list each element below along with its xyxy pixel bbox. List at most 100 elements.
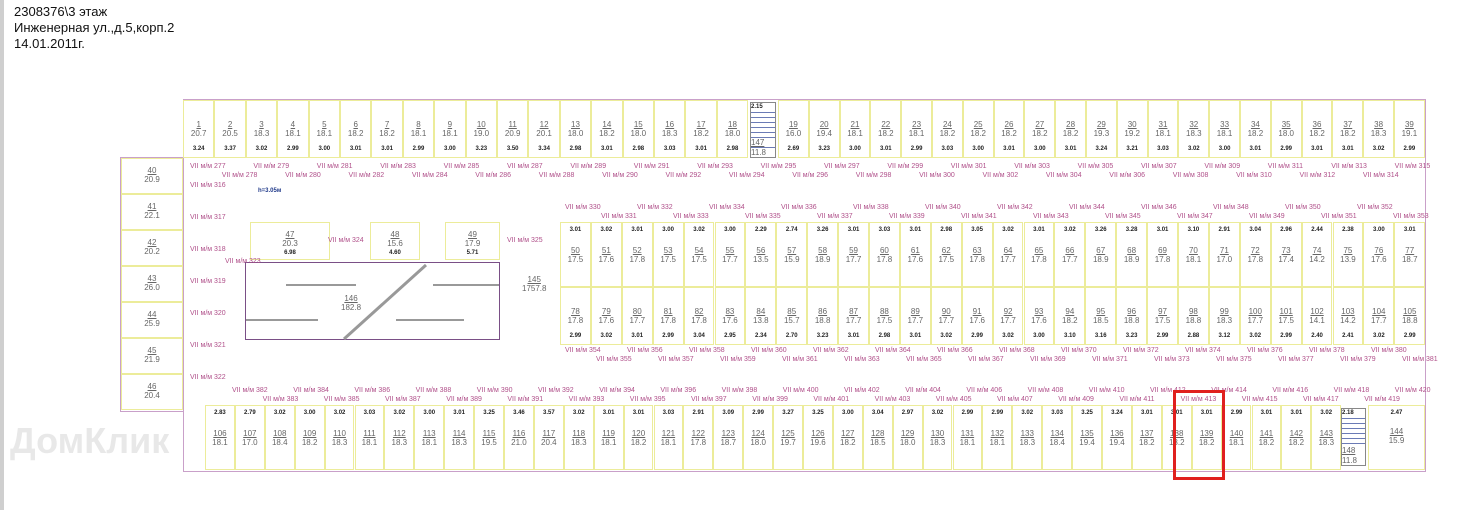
room-cell[interactable]: 3.002718.2 xyxy=(1024,100,1056,158)
room-cell[interactable]: 3.015917.7 xyxy=(838,222,869,287)
room-cell[interactable]: 3.0211818.3 xyxy=(563,405,594,470)
room-cell[interactable]: 3.0211218.3 xyxy=(384,405,415,470)
room-cell[interactable]: 3.0114218.2 xyxy=(1281,405,1312,470)
room-cell[interactable]: 2.9712918.0 xyxy=(892,405,923,470)
room-cell[interactable]: 3.016117.6 xyxy=(899,222,931,287)
room-cell[interactable]: 3.0210818.4 xyxy=(264,405,295,470)
room-cell[interactable]: 2.981518.0 xyxy=(622,100,654,158)
room-cell[interactable]: 3.232019.4 xyxy=(808,100,840,158)
room-cell[interactable]: 2.958317.6 xyxy=(714,287,746,345)
room-cell[interactable]: 3.0111418.3 xyxy=(444,405,475,470)
room-cell[interactable]: 3.029017.7 xyxy=(930,287,962,345)
room-cell[interactable]: 3.012618.2 xyxy=(993,100,1025,158)
room-cell[interactable]: 3.0213018.3 xyxy=(922,405,953,470)
room-cell[interactable]: 2.992318.1 xyxy=(901,100,932,158)
room-cell[interactable]: 3.016917.8 xyxy=(1147,222,1178,287)
room-cell[interactable]: 3.015017.5 xyxy=(560,222,591,287)
room-cell[interactable]: 3.2513519.4 xyxy=(1072,405,1102,470)
room-cell[interactable]: 3.002518.2 xyxy=(962,100,994,158)
room-cell[interactable]: 3.0012718.2 xyxy=(832,405,863,470)
room-cell[interactable]: 3.031618.3 xyxy=(654,100,686,158)
room-cell[interactable]: 2.9912418.0 xyxy=(743,405,774,470)
room-cell[interactable]: 3.025417.5 xyxy=(683,222,715,287)
room-cell[interactable]: 3.0111918.1 xyxy=(593,405,624,470)
room-cell[interactable]: 3.013618.2 xyxy=(1301,100,1333,158)
room-cell[interactable]: 2.7910717.0 xyxy=(234,405,265,470)
room-cell[interactable]: 3.238618.8 xyxy=(807,287,839,345)
room-cell[interactable]: 3.2511519.5 xyxy=(474,405,504,470)
room-cell[interactable]: 3.107018.1 xyxy=(1178,222,1209,287)
room-cell[interactable]: 3.017718.7 xyxy=(1394,222,1426,287)
room-cell[interactable]: 2.387513.9 xyxy=(1332,222,1364,287)
room-cell[interactable]: 3.012218.2 xyxy=(870,100,902,158)
room-cell[interactable]: 4326.0 xyxy=(121,266,183,302)
room-cell[interactable]: 3.011718.2 xyxy=(685,100,717,158)
room-cell[interactable]: 3.0210017.7 xyxy=(1239,287,1271,345)
room-cell[interactable]: 3.01618.2 xyxy=(340,100,372,158)
room-cell[interactable]: 3.005317.5 xyxy=(652,222,684,287)
room-cell[interactable]: 3.033118.1 xyxy=(1147,100,1179,158)
room-cell[interactable]: 3.048217.8 xyxy=(683,287,715,345)
room-cell[interactable]: 3.239618.8 xyxy=(1116,287,1148,345)
room-cell[interactable]: 3.4611621.0 xyxy=(504,405,534,470)
room-cell[interactable]: 3.5711720.4 xyxy=(533,405,564,470)
room-cell[interactable]: 3.003318.1 xyxy=(1209,100,1240,158)
room-cell[interactable]: 3.018017.7 xyxy=(621,287,653,345)
room-cell[interactable]: 4425.9 xyxy=(121,302,183,338)
room-cell[interactable]: 3.0313418.4 xyxy=(1042,405,1073,470)
room-cell[interactable]: 2.99418.1 xyxy=(277,100,309,158)
room-cell[interactable]: 2.348413.8 xyxy=(745,287,777,345)
room-cell[interactable]: 2.917117.0 xyxy=(1208,222,1240,287)
room-cell[interactable]: 2.981818.0 xyxy=(716,100,749,158)
room-cell[interactable]: 3.0210417.7 xyxy=(1363,287,1395,345)
room-cell[interactable]: 3.012818.2 xyxy=(1055,100,1086,158)
room-cell[interactable]: 3.047217.8 xyxy=(1239,222,1271,287)
room-cell[interactable]: 3.286818.9 xyxy=(1116,222,1148,287)
room-cell[interactable]: 2.295613.5 xyxy=(745,222,777,287)
room-cell[interactable]: 4220.2 xyxy=(121,230,183,266)
room-cell[interactable]: 3.129918.3 xyxy=(1208,287,1240,345)
room-cell[interactable]: 2.997817.8 xyxy=(560,287,591,345)
room-cell[interactable]: 3.37220.5 xyxy=(214,100,246,158)
room-cell[interactable]: 3.24120.7 xyxy=(183,100,215,158)
room-cell[interactable]: 3.007617.6 xyxy=(1363,222,1395,287)
room-cell[interactable]: 3.341220.1 xyxy=(528,100,560,158)
room-cell[interactable]: 2.993518.0 xyxy=(1270,100,1302,158)
room-cell[interactable]: 3.016517.8 xyxy=(1023,222,1055,287)
room-cell[interactable]: 2.9910117.5 xyxy=(1270,287,1302,345)
room-cell[interactable]: 2.9913118.1 xyxy=(952,405,983,470)
room-144[interactable]: 2.47 14415.9 xyxy=(1368,405,1425,470)
room-cell[interactable]: 3.015217.8 xyxy=(621,222,653,287)
room-cell[interactable]: 3.036017.8 xyxy=(869,222,900,287)
room-cell[interactable]: 3.01718.2 xyxy=(371,100,403,158)
room-cell[interactable]: 3.026617.7 xyxy=(1054,222,1086,287)
room-cell[interactable]: 3.00518.1 xyxy=(308,100,340,158)
room-cell[interactable]: 2.9112217.8 xyxy=(683,405,714,470)
room-cell[interactable]: 3.0211018.3 xyxy=(324,405,355,470)
room-cell[interactable]: 2.889818.8 xyxy=(1178,287,1209,345)
room-cell[interactable]: 3.025117.6 xyxy=(590,222,622,287)
room-cell[interactable]: 3.0312118.1 xyxy=(653,405,684,470)
room-cell[interactable]: 3.009317.6 xyxy=(1023,287,1055,345)
room-cell[interactable]: 3.013418.2 xyxy=(1240,100,1271,158)
room-cell[interactable]: 3.018717.7 xyxy=(838,287,869,345)
room-cell[interactable]: 2.999717.5 xyxy=(1147,287,1178,345)
room-cell[interactable]: 4620.4 xyxy=(121,374,183,410)
room-cell[interactable]: 3.0112018.2 xyxy=(623,405,654,470)
room-cell[interactable]: 2.981318.0 xyxy=(559,100,592,158)
room-cell[interactable]: 3.027917.6 xyxy=(590,287,622,345)
room-cell[interactable]: 3.023818.3 xyxy=(1363,100,1394,158)
room-cell[interactable]: 2.9910518.8 xyxy=(1394,287,1426,345)
room-cell[interactable]: 3.169518.5 xyxy=(1085,287,1117,345)
room-cell[interactable]: 4020.9 xyxy=(121,158,183,194)
room-cell[interactable]: 3.0113718.2 xyxy=(1131,405,1162,470)
room-cell[interactable]: 3.0912318.7 xyxy=(713,405,744,470)
room-cell[interactable]: 3.02318.3 xyxy=(245,100,278,158)
room-cell[interactable]: 4917.95.71 xyxy=(445,222,500,260)
room-cell[interactable]: 2.993919.1 xyxy=(1394,100,1425,158)
room-cell[interactable]: 3.2512619.6 xyxy=(803,405,833,470)
room-cell[interactable]: 2.967317.4 xyxy=(1270,222,1302,287)
room-cell[interactable]: 2.998117.8 xyxy=(652,287,684,345)
room-cell[interactable]: 4122.1 xyxy=(121,194,183,230)
room-cell[interactable]: 2.447414.2 xyxy=(1301,222,1333,287)
